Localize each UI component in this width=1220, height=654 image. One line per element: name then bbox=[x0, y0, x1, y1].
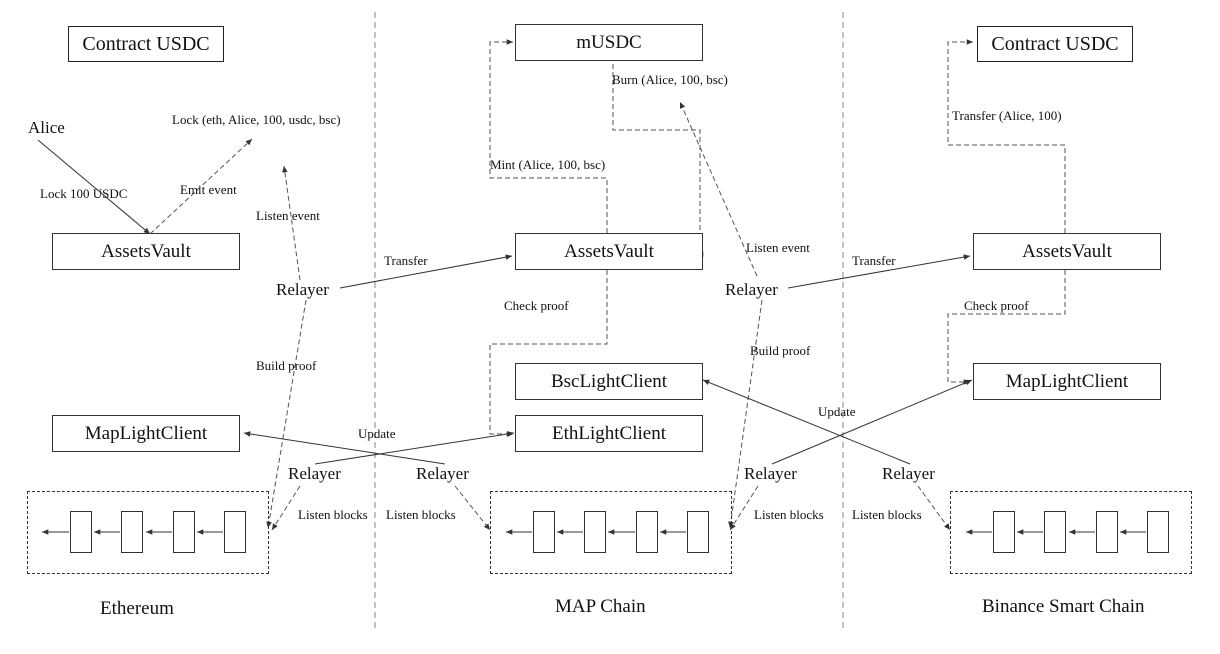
eth-assets-vault-box: AssetsVault bbox=[52, 233, 240, 270]
listen-blocks-bsc-label: Listen blocks bbox=[852, 507, 922, 522]
bsc-block bbox=[1147, 511, 1169, 553]
map-musdc-box: mUSDC bbox=[515, 24, 703, 61]
transfer-alice-label: Transfer (Alice, 100) bbox=[952, 108, 1062, 123]
bsc-relayer-update-label: Relayer bbox=[882, 464, 935, 483]
eth-block-group bbox=[27, 491, 269, 574]
eth-block bbox=[121, 511, 143, 553]
map-block bbox=[687, 511, 709, 553]
bsc-block bbox=[1096, 511, 1118, 553]
map-relayer-label: Relayer bbox=[725, 280, 778, 299]
map-block bbox=[584, 511, 606, 553]
arrow-update-to-bsc-light-client bbox=[702, 379, 911, 465]
arrow-listen-blocks-left bbox=[271, 485, 301, 531]
bsc-contract-usdc-box: Contract USDC bbox=[977, 26, 1133, 62]
bsc-block bbox=[1044, 511, 1066, 553]
arrow-burn bbox=[612, 64, 704, 257]
map-assets-vault-box: AssetsVault bbox=[515, 233, 703, 270]
arrow-check-proof-map bbox=[489, 270, 608, 437]
arrow-eth-build-proof bbox=[266, 299, 307, 529]
arrow-emit-event bbox=[149, 138, 253, 235]
listen-blocks-map-right-label: Listen blocks bbox=[754, 507, 824, 522]
arrow-map-build-proof bbox=[728, 299, 763, 529]
map-block bbox=[533, 511, 555, 553]
map-bsc-light-client-box: BscLightClient bbox=[515, 363, 703, 400]
eth-block bbox=[173, 511, 195, 553]
eth-map-light-client-box: MapLightClient bbox=[52, 415, 240, 452]
chain-label-ethereum: Ethereum bbox=[100, 598, 174, 619]
bsc-block bbox=[993, 511, 1015, 553]
arrow-listen-blocks-map-right bbox=[729, 485, 759, 531]
map-eth-light-client-box: EthLightClient bbox=[515, 415, 703, 452]
bsc-map-light-client-box: MapLightClient bbox=[973, 363, 1161, 400]
map-block-group bbox=[490, 491, 732, 574]
map-build-proof-label: Build proof bbox=[750, 343, 811, 358]
map-relayer-update-label: Relayer bbox=[416, 464, 469, 483]
transfer-left-label: Transfer bbox=[384, 253, 428, 268]
bsc-block-group bbox=[950, 491, 1192, 574]
eth-relayer-update-label: Relayer bbox=[288, 464, 341, 483]
eth-block bbox=[70, 511, 92, 553]
arrow-listen-blocks-right bbox=[917, 485, 951, 531]
lock-event-label: Lock (eth, Alice, 100, usdc, bsc) bbox=[172, 112, 341, 127]
update-left-label: Update bbox=[358, 426, 396, 441]
check-proof-bsc-label: Check proof bbox=[964, 298, 1029, 313]
listen-blocks-map-left-label: Listen blocks bbox=[386, 507, 456, 522]
eth-relayer-label: Relayer bbox=[276, 280, 329, 299]
bsc-assets-vault-box: AssetsVault bbox=[973, 233, 1161, 270]
arrow-update-to-bsc-map-light-client bbox=[771, 379, 973, 465]
arrow-listen-blocks-map-left bbox=[454, 485, 491, 531]
chain-label-map: MAP Chain bbox=[555, 596, 646, 617]
arrow-bsc-transfer bbox=[947, 39, 1066, 233]
check-proof-map-label: Check proof bbox=[504, 298, 569, 313]
arrow-eth-listen-event bbox=[282, 165, 301, 281]
arrow-transfer-left bbox=[339, 254, 513, 289]
burn-label: Burn (Alice, 100, bsc) bbox=[612, 72, 728, 87]
update-right-label: Update bbox=[818, 404, 856, 419]
map-listen-event-label: Listen event bbox=[746, 240, 810, 255]
mint-label: Mint (Alice, 100, bsc) bbox=[490, 157, 606, 172]
arrow-alice-lock bbox=[37, 139, 151, 235]
arrow-update-to-eth-light-client bbox=[314, 431, 515, 465]
arrow-mint bbox=[489, 39, 608, 233]
alice-label: Alice bbox=[28, 118, 65, 137]
eth-build-proof-label: Build proof bbox=[256, 358, 317, 373]
arrow-transfer-right bbox=[787, 254, 971, 289]
transfer-right-label: Transfer bbox=[852, 253, 896, 268]
listen-blocks-eth-label: Listen blocks bbox=[298, 507, 368, 522]
emit-event-label: Emit event bbox=[180, 182, 237, 197]
lock-100-label: Lock 100 USDC bbox=[40, 186, 128, 201]
map-relayer-right-label: Relayer bbox=[744, 464, 797, 483]
arrow-update-to-eth-map-light-client bbox=[243, 431, 446, 465]
eth-listen-event-label: Listen event bbox=[256, 208, 320, 223]
arrow-check-proof-bsc bbox=[947, 270, 1066, 385]
chain-label-bsc: Binance Smart Chain bbox=[982, 596, 1145, 617]
map-block bbox=[636, 511, 658, 553]
eth-block bbox=[224, 511, 246, 553]
eth-contract-usdc-box: Contract USDC bbox=[68, 26, 224, 62]
